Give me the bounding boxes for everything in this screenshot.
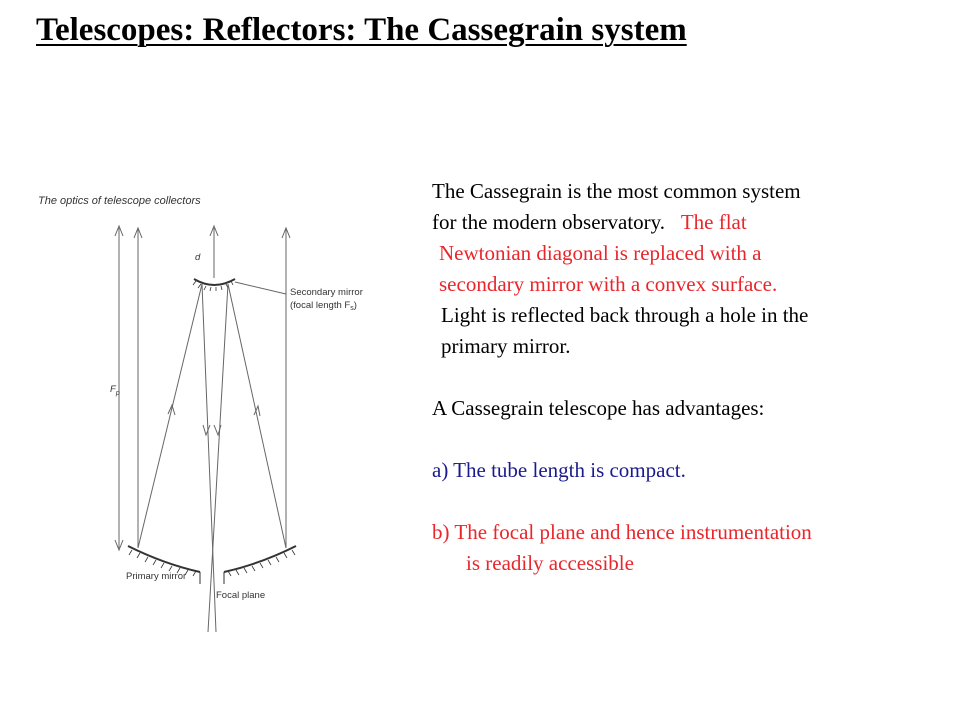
advantage-b-line-1: b) The focal plane and hence instrumenta… [432,520,812,544]
advantage-b-line-2: is readily accessible [466,551,634,575]
secondary-mirror [193,278,236,286]
secondary-mirror-hatch [192,280,234,292]
advantages-heading: A Cassegrain telescope has advantages: [432,396,765,420]
text-line-4: secondary mirror with a convex surface. [439,272,778,296]
fp-arrow-top [114,224,124,237]
primary-hatch-left [128,549,197,577]
reflected-arrow-right [253,404,261,417]
converging-arrow-left [202,424,211,437]
reflected-ray-right [227,283,287,549]
primary-mirror-label: Primary mirror [126,571,186,582]
advantage-a: a) The tube length is compact. [432,458,686,482]
text-line-6: primary mirror. [441,334,571,358]
reflected-arrow-left [167,403,176,416]
converging-ray-left [201,283,217,633]
secondary-label-2: (focal length Fs) [290,300,357,312]
fp-label: Fp [110,384,120,397]
reflected-ray-left [137,283,203,549]
text-line-2: for the modern observatory. The flat [432,207,942,238]
cassegrain-optics-diagram: The optics of telescope collectors Fp d … [24,180,400,660]
converging-arrow-right [213,424,222,437]
converging-ray-right [207,283,229,633]
text-line-2-black: for the modern observatory. [432,210,666,234]
d-label: d [195,252,201,263]
page-title: Telescopes: Reflectors: The Cassegrain s… [36,12,687,48]
description-text: The Cassegrain is the most common system… [432,176,942,579]
ray-arrow-right [281,226,291,239]
fp-arrow-bottom [114,539,124,552]
primary-mirror-left [127,545,201,573]
secondary-label-1: Secondary mirror [290,287,363,298]
text-line-2-red: The flat [680,210,747,234]
text-line-1: The Cassegrain is the most common system [432,179,801,203]
focal-plane-label: Focal plane [216,590,265,601]
primary-hatch-right [227,549,296,577]
secondary-leader [234,281,287,295]
text-line-3: Newtonian diagonal is replaced with a [439,241,762,265]
primary-mirror-right [223,545,297,573]
text-line-5: Light is reflected back through a hole i… [441,303,809,327]
ray-arrow-left [133,226,143,239]
optics-diagram-svg: The optics of telescope collectors Fp d … [38,195,363,633]
figure-caption: The optics of telescope collectors [38,195,201,207]
d-arrow-top [209,224,219,237]
